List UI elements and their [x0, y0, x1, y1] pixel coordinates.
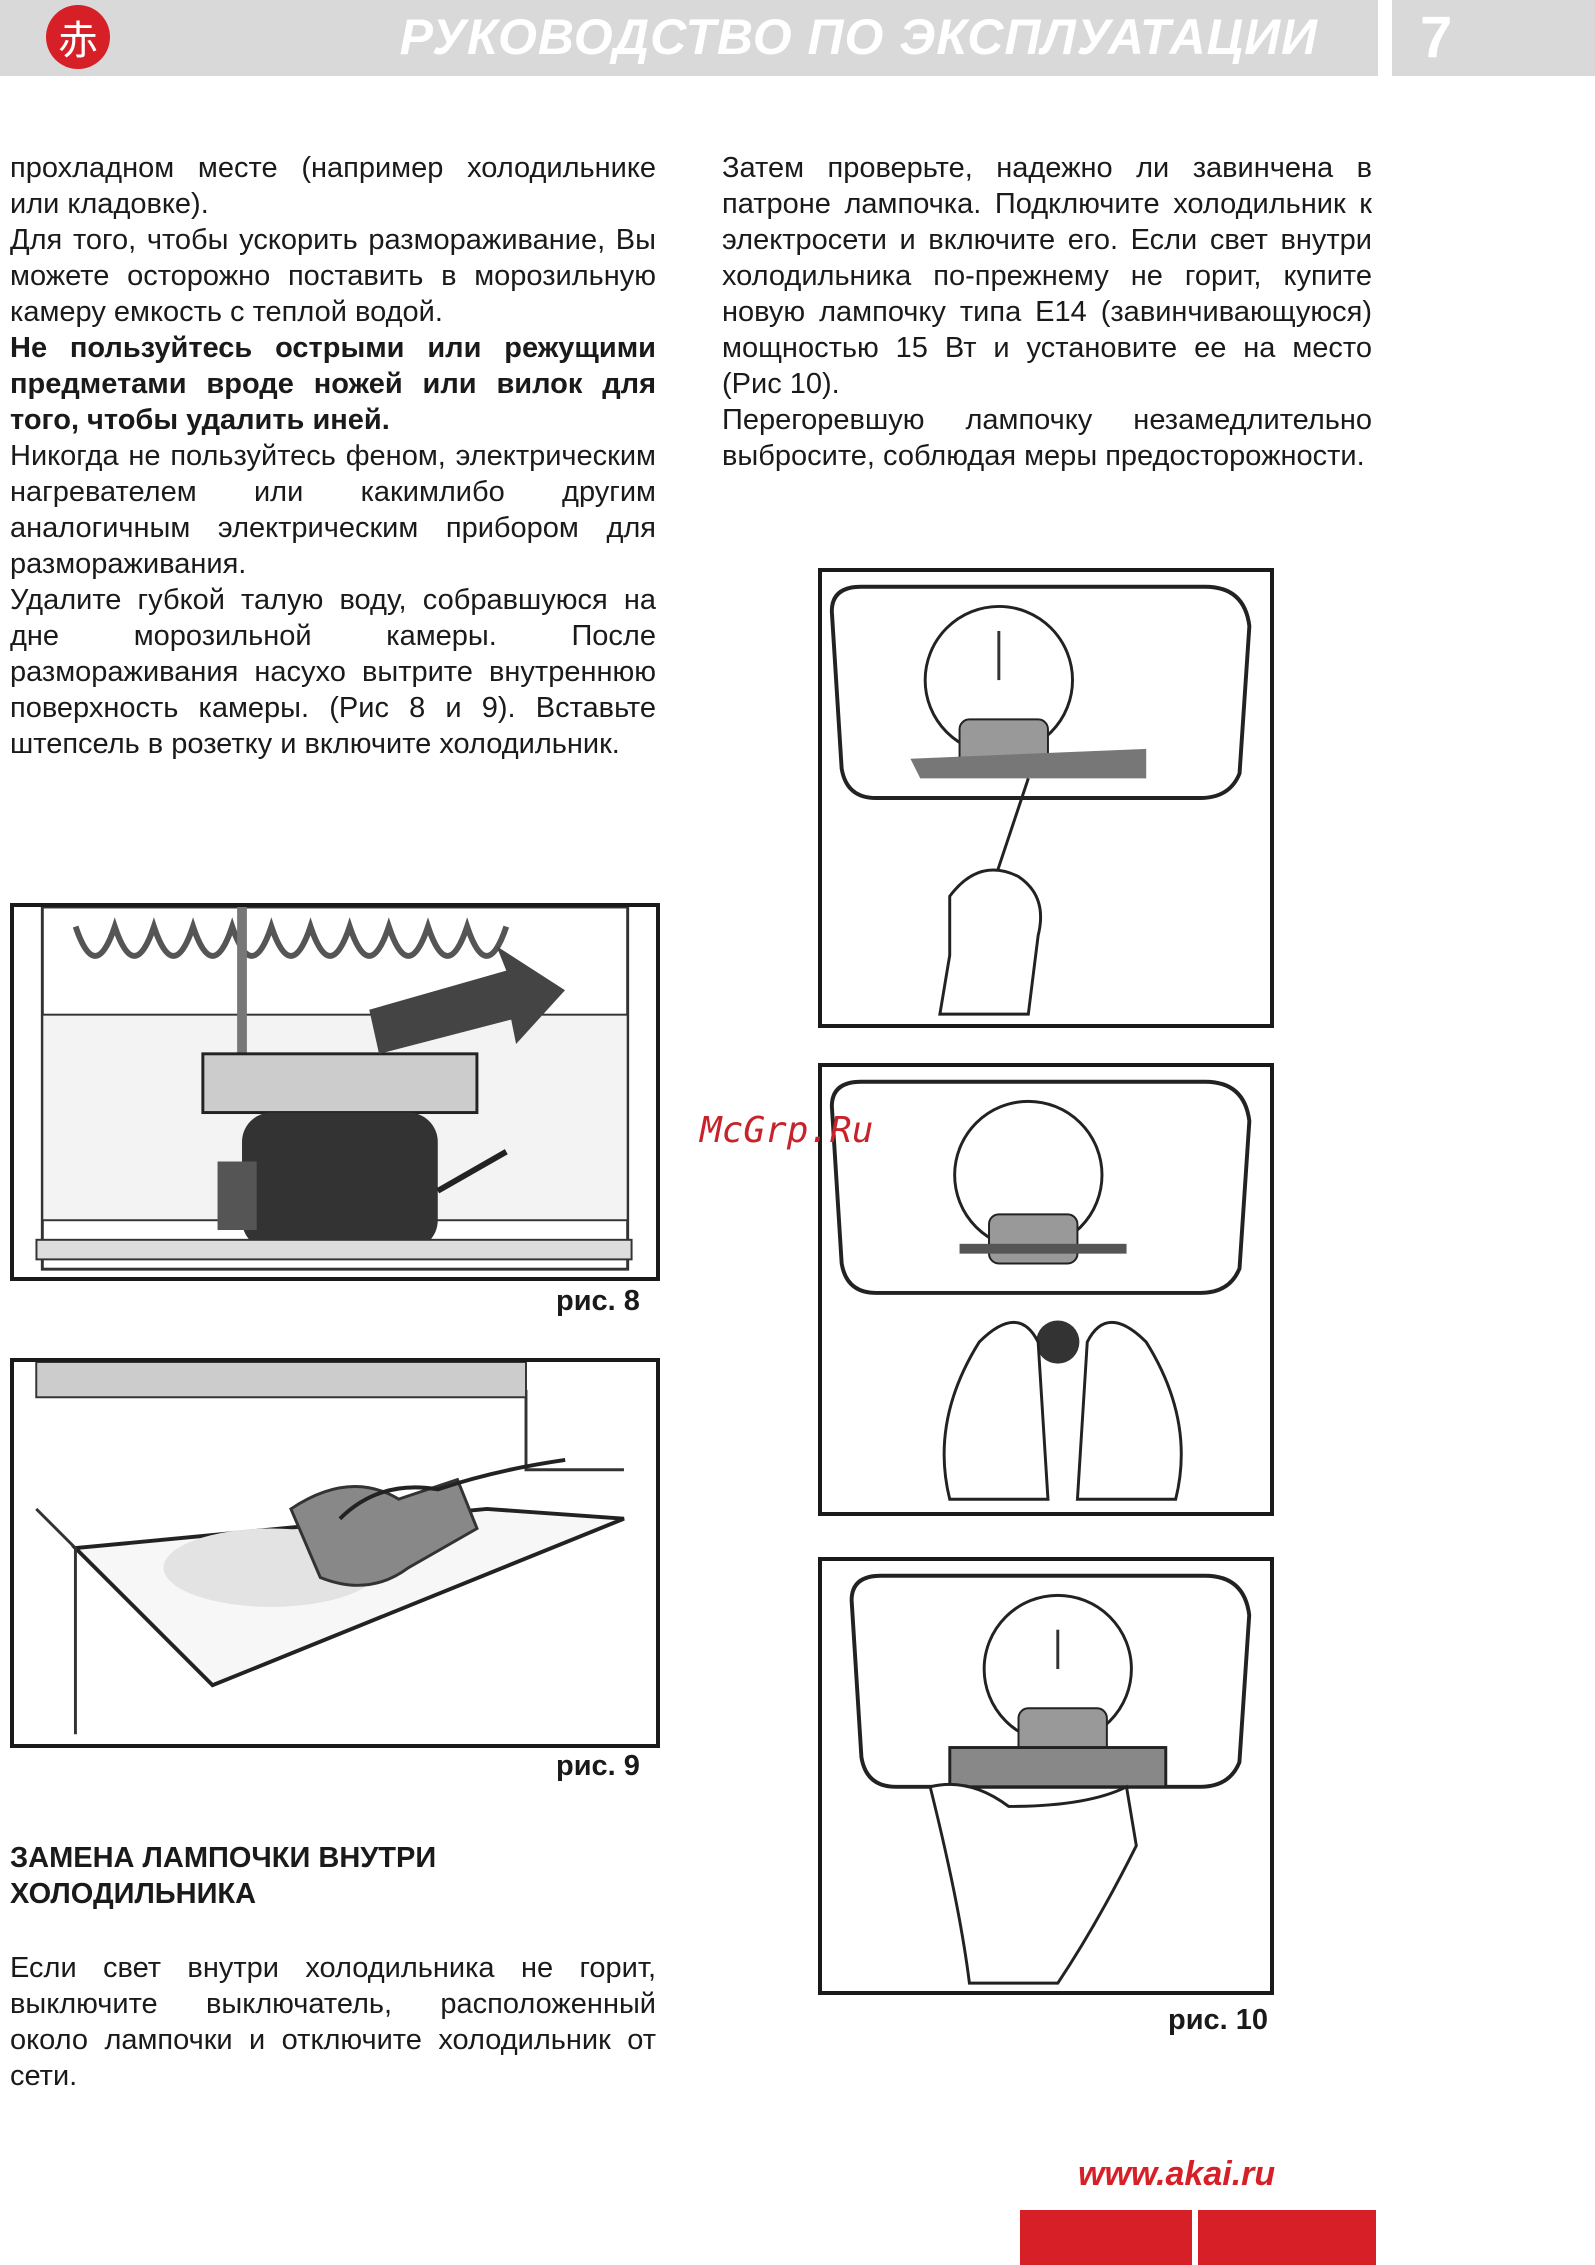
figure-9-caption: рис. 9 [556, 1750, 640, 1782]
page-title: РУКОВОДСТВО ПО ЭКСПЛУАТАЦИИ [399, 9, 1318, 65]
watermark: McGrp.Ru [700, 1110, 874, 1151]
paragraph: Удалите губкой талую воду, собравшуюся н… [10, 584, 656, 760]
sponge-wiping-illustration [35, 1362, 625, 1735]
figure-10-step-1 [818, 568, 1274, 1028]
figure-10-step-2 [818, 1063, 1274, 1516]
page-number: 7 [1392, 0, 1595, 76]
warning-paragraph: Не пользуйтесь острыми или режущими пред… [10, 332, 656, 436]
figure-10-step-3 [818, 1557, 1274, 1995]
lamp-reinstall-illustration [849, 1573, 1252, 1985]
compressor-illustration [35, 907, 633, 1271]
figure-8-caption: рис. 8 [556, 1285, 640, 1317]
footer-accent-block [1020, 2210, 1192, 2265]
akai-logo-icon: 赤 [46, 5, 110, 69]
paragraph: Для того, чтобы ускорить размораживание,… [10, 224, 656, 328]
paragraph: Никогда не пользуйтесь феном, электричес… [10, 440, 656, 580]
footer-website-link[interactable]: www.akai.ru [1078, 2155, 1276, 2193]
paragraph: Затем проверьте, надежно ли завинчена в … [722, 152, 1372, 400]
lamp-cover-removal-illustration [829, 584, 1252, 1016]
right-column: Затем проверьте, надежно ли завинчена в … [722, 150, 1372, 474]
section-heading: ЗАМЕНА ЛАМПОЧКИ ВНУТРИ ХОЛОДИЛЬНИКА [10, 1842, 437, 1910]
figure-8-illustration [10, 903, 660, 1281]
figure-10-caption: рис. 10 [1168, 2004, 1269, 2036]
section-body: Если свет внутри холодильника не горит, … [10, 1952, 656, 2092]
paragraph: Перегоревшую лампочку незамедлительно вы… [722, 404, 1372, 472]
left-column: прохладном месте (например холодильнике … [10, 150, 656, 762]
paragraph: прохладном месте (например холодильнике … [10, 152, 656, 220]
figure-9-illustration [10, 1358, 660, 1748]
footer-accent-block [1198, 2210, 1376, 2265]
header-bar: 赤 РУКОВОДСТВО ПО ЭКСПЛУАТАЦИИ [0, 0, 1378, 76]
lamp-unscrew-illustration [829, 1079, 1252, 1501]
